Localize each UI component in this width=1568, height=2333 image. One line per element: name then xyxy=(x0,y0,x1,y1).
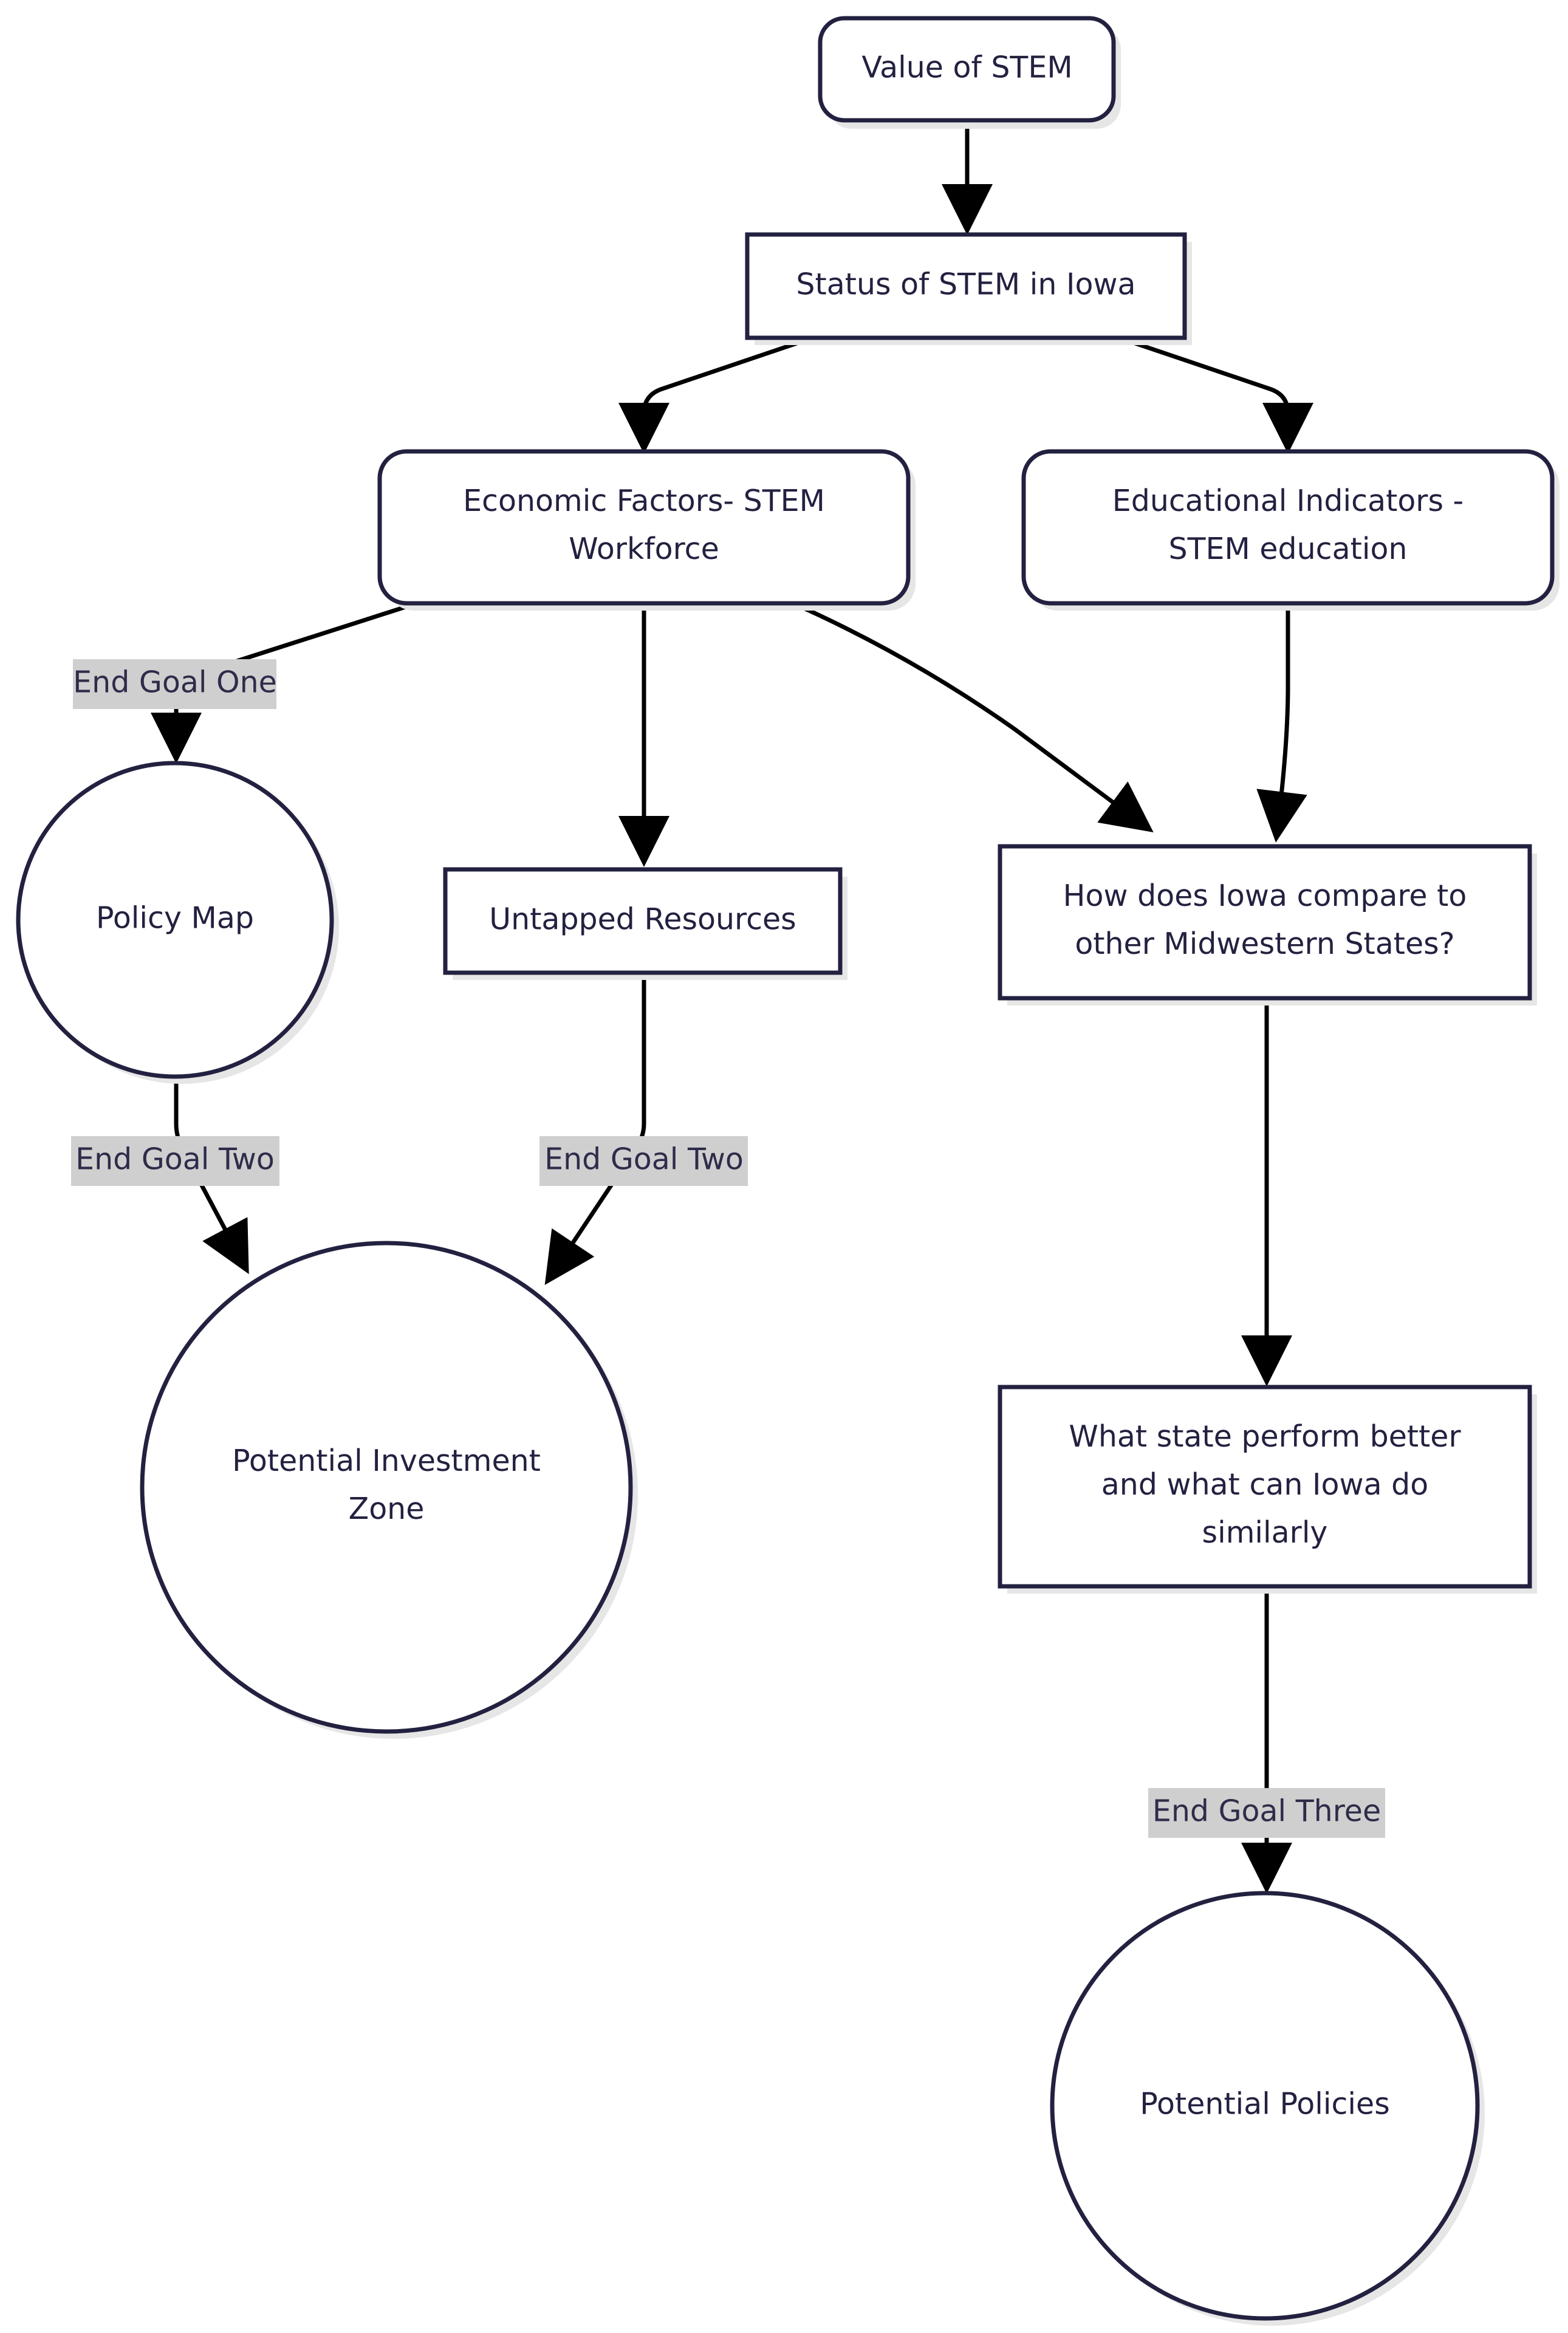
edge-label-end-goal-two-left: End Goal Two xyxy=(71,1136,279,1186)
svg-text:similarly: similarly xyxy=(1202,1515,1328,1550)
svg-text:STEM education: STEM education xyxy=(1169,532,1408,566)
node-what-state-perform-line-1: What state perform better xyxy=(1069,1419,1461,1454)
node-potential-policies-label: Potential Policies xyxy=(1140,2087,1389,2122)
node-untapped-resources[interactable]: Untapped Resources xyxy=(443,867,847,980)
edge-label-end-goal-one: End Goal One xyxy=(73,659,277,709)
node-what-state-perform[interactable]: What state perform better and what can I… xyxy=(998,1385,1537,1594)
svg-text:What state perform better: What state perform better xyxy=(1069,1419,1461,1454)
edge-label-end-goal-one-text: End Goal One xyxy=(73,665,277,700)
node-potential-policies[interactable]: Potential Policies xyxy=(1050,1891,1485,2326)
svg-text:How does Iowa compare to: How does Iowa compare to xyxy=(1063,879,1467,913)
svg-text:and what can Iowa do: and what can Iowa do xyxy=(1101,1467,1429,1502)
node-policy-map[interactable]: Policy Map xyxy=(16,761,339,1084)
node-educational-indicators-line-1: Educational Indicators - xyxy=(1112,484,1464,518)
svg-text:Zone: Zone xyxy=(349,1492,425,1526)
edge-label-end-goal-two-right: End Goal Two xyxy=(539,1136,748,1186)
node-potential-investment-zone-line-2: Zone xyxy=(349,1492,425,1526)
node-economic-factors-line-1: Economic Factors- STEM xyxy=(463,484,825,518)
node-value-of-stem[interactable]: Value of STEM xyxy=(818,16,1121,129)
edge-status-to-educational xyxy=(1120,336,1313,454)
node-economic-factors-line-2: Workforce xyxy=(569,532,719,566)
node-what-state-perform-line-3: similarly xyxy=(1202,1515,1328,1550)
svg-text:Workforce: Workforce xyxy=(569,532,719,566)
node-what-state-perform-line-2: and what can Iowa do xyxy=(1101,1467,1429,1502)
edge-label-end-goal-three-text: End Goal Three xyxy=(1152,1794,1381,1829)
node-iowa-compare[interactable]: How does Iowa compare to other Midwester… xyxy=(998,844,1537,1005)
edge-economic-to-policy-map xyxy=(236,602,414,663)
svg-text:Economic Factors- STEM: Economic Factors- STEM xyxy=(463,484,825,518)
svg-text:Educational Indicators -: Educational Indicators - xyxy=(1112,484,1464,518)
node-iowa-compare-line-2: other Midwestern States? xyxy=(1075,927,1454,961)
node-policy-map-label: Policy Map xyxy=(96,901,254,936)
edge-untapped-to-investment xyxy=(544,975,646,1285)
node-economic-factors[interactable]: Economic Factors- STEM Workforce xyxy=(377,449,916,611)
node-untapped-resources-label: Untapped Resources xyxy=(489,902,796,937)
node-status-stem-iowa[interactable]: Status of STEM in Iowa xyxy=(745,232,1192,345)
node-educational-indicators-line-2: STEM education xyxy=(1169,532,1408,566)
edge-label-end-goal-two-left-text: End Goal Two xyxy=(75,1142,275,1177)
svg-text:other Midwestern States?: other Midwestern States? xyxy=(1075,927,1454,961)
edge-educational-to-compare xyxy=(1256,605,1307,843)
edge-economic-to-compare xyxy=(795,602,1154,833)
node-educational-indicators[interactable]: Educational Indicators - STEM education xyxy=(1021,449,1559,611)
node-value-of-stem-label: Value of STEM xyxy=(861,50,1072,85)
svg-text:Potential Investment: Potential Investment xyxy=(232,1444,541,1478)
node-iowa-compare-line-1: How does Iowa compare to xyxy=(1063,879,1467,913)
edge-label-end-goal-three: End Goal Three xyxy=(1148,1788,1385,1838)
node-status-stem-iowa-label: Status of STEM in Iowa xyxy=(796,267,1135,302)
node-potential-investment-zone[interactable]: Potential Investment Zone xyxy=(140,1241,638,1739)
edge-status-to-economic xyxy=(618,336,812,454)
edge-label-end-goal-two-right-text: End Goal Two xyxy=(544,1142,744,1177)
node-potential-investment-zone-line-1: Potential Investment xyxy=(232,1444,541,1478)
